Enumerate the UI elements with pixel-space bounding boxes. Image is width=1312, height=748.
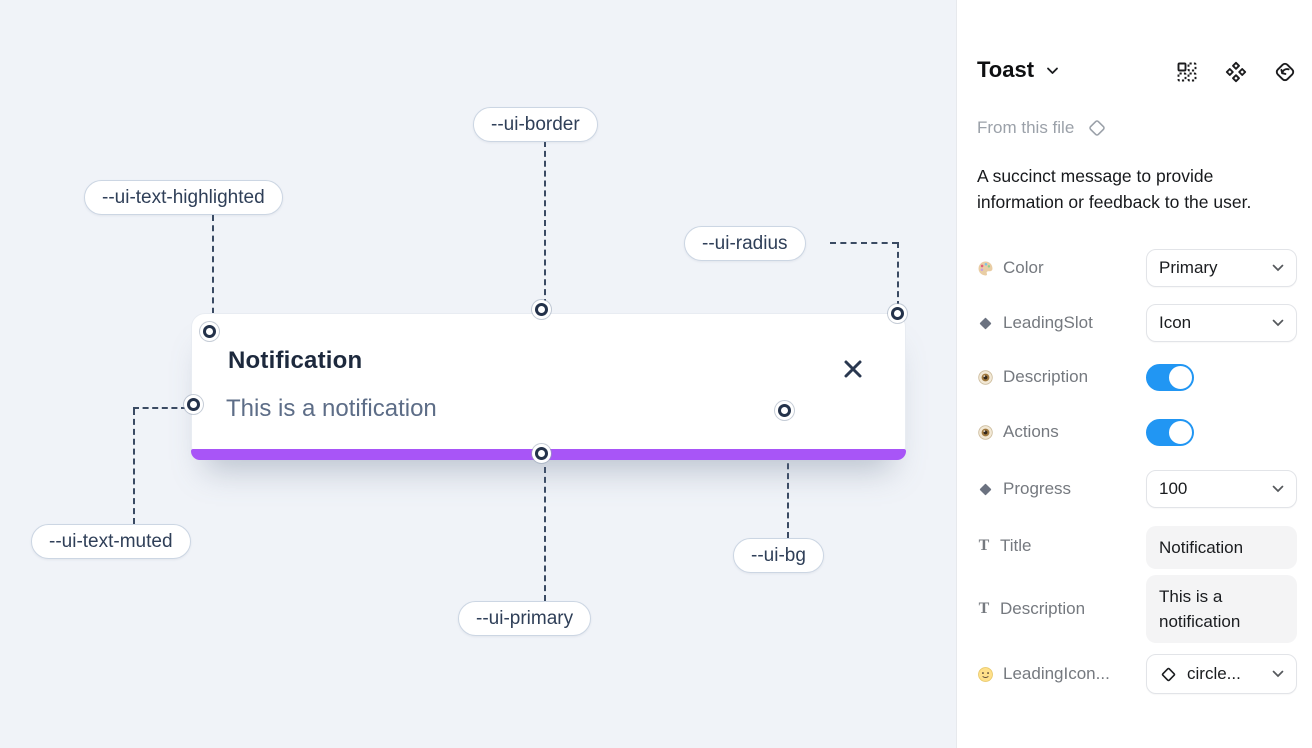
prop-row-color: Color Primary [957,249,1312,287]
smiley-icon [978,666,993,682]
prop-row-title: T Title Notification [957,526,1312,569]
chevron-down-icon [1272,485,1284,493]
connector-line-radius-v [897,242,899,307]
palette-icon [978,261,993,275]
toast-close-button[interactable] [842,358,864,380]
toast-progress-bar [191,449,906,460]
toast-title: Notification [228,347,363,374]
leadingicon-instance-select[interactable]: circle... [1146,654,1297,694]
title-input[interactable]: Notification [1146,526,1297,569]
connector-line-bg [787,424,789,538]
component-name: Toast [977,57,1035,82]
prop-label-actions: Actions [977,422,1059,442]
prop-label-progress: Progress [977,479,1071,499]
connector-line-radius-h [830,242,898,244]
connector-line-text-muted-h [133,407,187,409]
actions-toggle[interactable] [1146,419,1194,446]
prop-row-description-text: T Description This is a notification [957,575,1312,645]
css-var-label-primary[interactable]: --ui-primary [458,601,592,636]
chevron-down-icon [1272,264,1284,272]
connector-line-primary [544,467,546,601]
anchor-dot-bg[interactable] [778,404,791,417]
chevron-down-icon [1272,670,1284,678]
css-var-label-bg[interactable]: --ui-bg [733,538,824,573]
toast-description: This is a notification [226,395,437,422]
toast-component: Notification This is a notification [191,313,906,460]
x-icon [844,360,862,378]
css-var-label-text-muted[interactable]: --ui-text-muted [31,524,191,559]
description-toggle[interactable] [1146,364,1194,391]
prop-row-leadingicon: LeadingIcon... circle... [957,654,1312,694]
connector-line-border [544,141,546,305]
prop-row-actions-toggle: Actions [957,419,1312,447]
toggle-knob [1168,365,1193,390]
text-icon: T [978,537,990,554]
prop-label-color: Color [977,258,1044,278]
anchor-dot-primary[interactable] [535,447,548,460]
source-indicator: From this file [977,116,1109,140]
anchor-dot-text-highlighted[interactable] [203,325,216,338]
component-name-dropdown[interactable]: Toast [977,57,1059,83]
color-select[interactable]: Primary [1146,249,1297,287]
prop-label-title: T Title [978,536,1032,555]
diamond-icon [979,317,992,329]
css-var-label-border[interactable]: --ui-border [473,107,598,142]
anchor-dot-border[interactable] [535,303,548,316]
prop-label-leadingicon: LeadingIcon... [977,664,1110,684]
connector-line-text-muted-v [133,409,135,524]
instance-grid-icon[interactable] [1175,60,1199,84]
component-set-icon[interactable] [1224,60,1248,84]
css-var-label-radius[interactable]: --ui-radius [684,226,806,261]
prop-row-progress: Progress 100 [957,470,1312,508]
progress-select[interactable]: 100 [1146,470,1297,508]
prop-label-leadingslot: LeadingSlot [977,313,1093,333]
anchor-dot-radius[interactable] [891,307,904,320]
component-preview-canvas: Notification This is a notification --ui… [0,0,956,748]
description-input[interactable]: This is a notification [1146,575,1297,643]
eye-icon [978,424,993,440]
prop-label-description-text: T Description [978,599,1086,618]
text-icon: T [978,600,990,617]
prop-row-description-toggle: Description [957,364,1312,392]
source-label: From this file [977,118,1075,137]
instance-diamond-icon [1161,667,1176,681]
connector-line-text-highlighted [212,215,214,324]
anchor-dot-text-muted[interactable] [187,398,200,411]
eye-icon [978,369,993,385]
prop-label-description: Description [977,367,1088,387]
toggle-knob [1168,420,1193,445]
chevron-down-icon [1047,67,1058,74]
file-diamond-icon [1089,120,1106,136]
return-arrow-icon[interactable] [1273,60,1297,84]
chevron-down-icon [1272,319,1284,327]
leadingslot-select[interactable]: Icon [1146,304,1297,342]
prop-row-leadingslot: LeadingSlot Icon [957,304,1312,342]
component-description: A succinct message to provide informatio… [977,166,1252,212]
css-var-label-text-highlighted[interactable]: --ui-text-highlighted [84,180,283,215]
diamond-icon [979,483,992,495]
properties-panel: Toast [956,0,1312,748]
panel-header-actions [1175,60,1297,84]
